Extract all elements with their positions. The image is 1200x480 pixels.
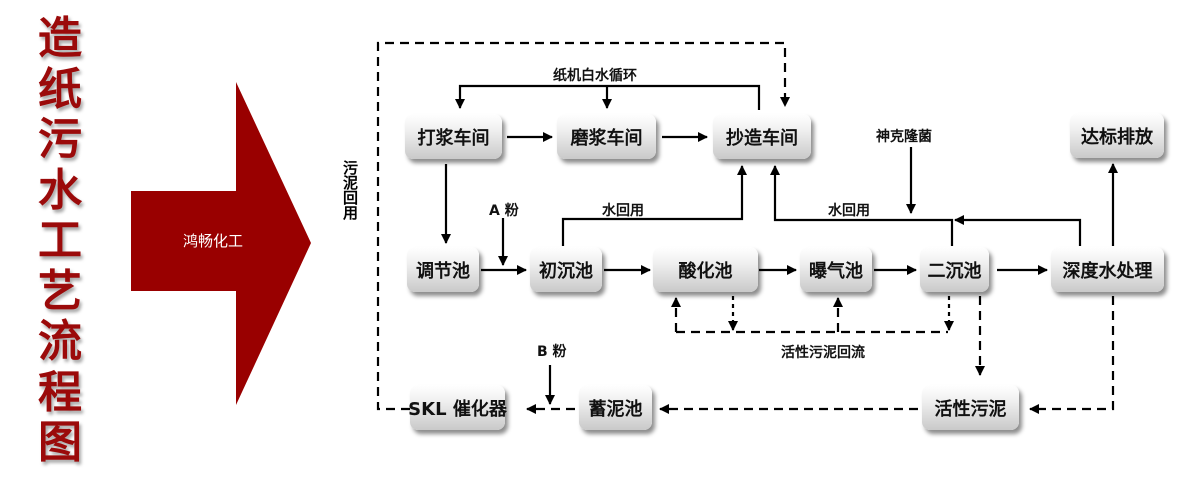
node-label: 抄造车间 <box>726 127 798 149</box>
title-char: 程 <box>38 366 82 418</box>
water-reuse-chuchen <box>561 165 747 246</box>
node-chaozao[interactable]: 抄造车间 <box>713 114 811 159</box>
node-shendu[interactable]: 深度水处理 <box>1051 247 1164 292</box>
label-sludge-reuse-text: 污泥回用 <box>341 160 359 220</box>
label-sludge-return: 活性污泥回流 <box>781 345 865 361</box>
title-char: 工 <box>38 215 82 266</box>
title-char: 图 <box>38 417 82 468</box>
node-label: 磨浆车间 <box>570 127 643 149</box>
title-char: 纸 <box>38 63 82 115</box>
label-sludge-reuse: 污泥回用 <box>340 160 360 225</box>
node-baoqi[interactable]: 曝气池 <box>800 247 872 292</box>
water-reuse-shendu <box>954 215 1082 246</box>
node-huoxing[interactable]: 活性污泥 <box>922 385 1019 430</box>
node-erchen[interactable]: 二沉池 <box>920 247 989 292</box>
label-white-water: 纸机白水循环 <box>553 68 637 84</box>
node-xuni[interactable]: 蓄泥池 <box>579 385 652 430</box>
company-label: 鸿畅化工 <box>182 232 243 250</box>
shendu-to-huoxing <box>1029 296 1115 414</box>
title-char: 造 <box>38 13 82 64</box>
water-reuse-erchen <box>770 165 954 246</box>
node-dajiang[interactable]: 打浆车间 <box>405 114 502 159</box>
node-label: 活性污泥 <box>934 398 1007 420</box>
node-label: 曝气池 <box>809 260 863 282</box>
label-powder-b: B 粉 <box>537 344 567 360</box>
node-label: 达标排放 <box>1081 126 1153 148</box>
node-label: 初沉池 <box>539 260 593 282</box>
node-skl-catalyst[interactable]: SKL 催化器 <box>408 385 507 430</box>
node-tiaojie[interactable]: 调节池 <box>407 247 479 292</box>
label-powder-a: A 粉 <box>489 203 519 219</box>
title-char: 水 <box>38 164 82 216</box>
label-water-reuse-1: 水回用 <box>602 203 644 219</box>
sludge-reuse-loop <box>376 41 790 411</box>
label-bacteria: 神克隆菌 <box>876 129 932 145</box>
white-water-loop <box>455 84 761 110</box>
node-label: 酸化池 <box>678 260 733 282</box>
label-water-reuse-2: 水回用 <box>828 203 870 219</box>
node-mojiang[interactable]: 磨浆车间 <box>557 114 656 159</box>
title-char: 污 <box>38 114 82 165</box>
node-label: 二沉池 <box>927 260 982 282</box>
node-dabiao[interactable]: 达标排放 <box>1070 113 1164 158</box>
node-label: 深度水处理 <box>1062 260 1153 282</box>
big-red-arrow <box>131 82 311 405</box>
node-label: SKL 催化器 <box>408 398 507 420</box>
node-label: 蓄泥池 <box>588 398 643 420</box>
diagram-title: 造 纸 污 水 工 艺 流 程 图 <box>28 13 92 469</box>
node-label: 调节池 <box>416 260 470 282</box>
node-chuchen[interactable]: 初沉池 <box>530 247 602 292</box>
big-arrow-shape <box>131 82 311 405</box>
node-suanhua[interactable]: 酸化池 <box>653 247 758 292</box>
title-char: 流 <box>38 316 82 367</box>
node-label: 打浆车间 <box>417 127 490 149</box>
title-char: 艺 <box>38 265 82 317</box>
